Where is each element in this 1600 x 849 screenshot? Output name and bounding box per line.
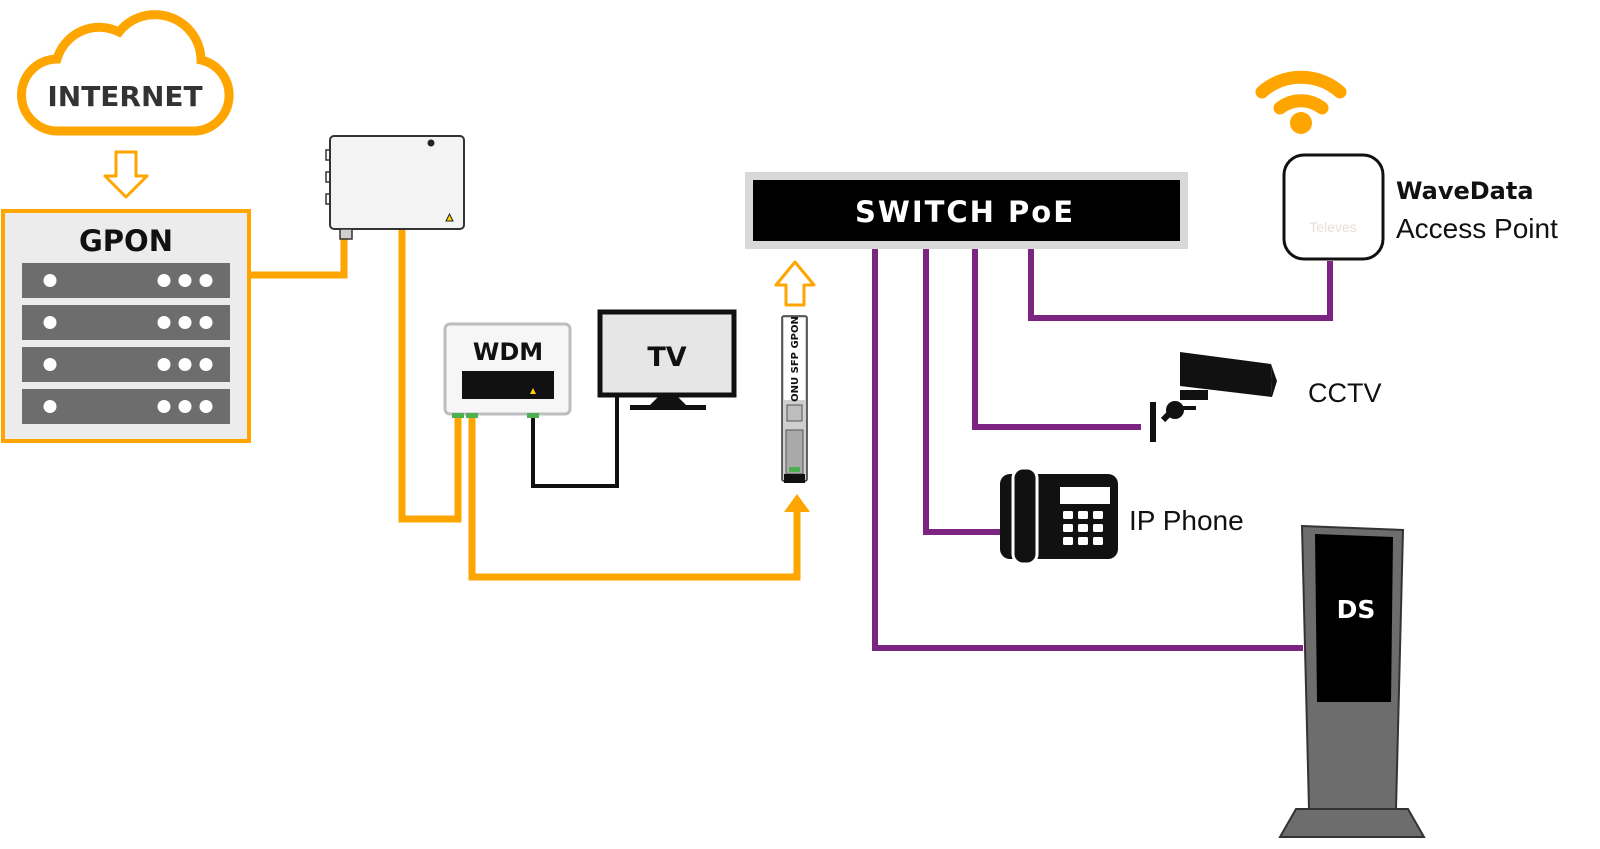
- cloud-icon: [17, 10, 234, 136]
- splitter-port: [339, 228, 353, 240]
- wdm-port-2: [466, 413, 478, 418]
- coax-wdm-to-tv: [531, 396, 619, 488]
- splitter-body: [329, 135, 465, 230]
- eth-switch-to-ap: [1028, 249, 1333, 321]
- phone-key: [1093, 537, 1103, 545]
- phone-key: [1078, 511, 1088, 519]
- phone-key: [1063, 524, 1073, 532]
- phone-key: [1078, 524, 1088, 532]
- ip-phone-label: IP Phone: [1129, 505, 1244, 536]
- switch-poe: SWITCH PoE: [745, 172, 1188, 249]
- gpon-rack-unit: [22, 305, 230, 340]
- wdm-port-3: [527, 413, 539, 418]
- access-point: Televes WaveData Access Point: [1255, 70, 1558, 261]
- onu-port-led: [789, 467, 800, 472]
- fiber-splitter-to-wdm: [398, 228, 462, 523]
- eth-switch-to-ds: [872, 249, 1303, 651]
- ethernet-links: [872, 249, 1333, 651]
- wdm-label: WDM: [473, 338, 543, 366]
- phone-key: [1093, 511, 1103, 519]
- ds-label: DS: [1337, 595, 1376, 624]
- kiosk-screen: [1315, 534, 1393, 702]
- tv-stand: [630, 397, 706, 410]
- ip-phone-device: IP Phone: [1000, 466, 1244, 566]
- onu-connector: [784, 474, 805, 483]
- onu-label: ONU SFP GPON: [790, 316, 801, 402]
- wdm-device: WDM: [443, 322, 572, 418]
- splitter-box: [325, 135, 465, 240]
- gpon-rack-unit: [22, 347, 230, 382]
- tv-screen: [597, 309, 737, 398]
- phone-key: [1078, 537, 1088, 545]
- onu-label-plate: [784, 318, 805, 400]
- phone-key: [1063, 511, 1073, 519]
- access-point-type: Access Point: [1396, 213, 1558, 244]
- gpon-olt: GPON: [1, 209, 251, 443]
- switch-body: [753, 180, 1180, 241]
- gpon-rack-unit: [22, 389, 230, 424]
- access-point-body: [1282, 153, 1385, 261]
- phone-key: [1093, 524, 1103, 532]
- kiosk-base: [1278, 808, 1426, 838]
- access-point-name: WaveData: [1396, 177, 1534, 205]
- onu-sfp-module: ONU SFP GPON: [774, 260, 816, 483]
- tv-device: TV: [597, 309, 737, 410]
- phone-keypad: [1063, 511, 1103, 545]
- phone-icon: [1000, 466, 1118, 566]
- tv-label: TV: [647, 342, 686, 373]
- down-arrow-icon: [103, 150, 149, 199]
- laser-warning-icon: [445, 212, 454, 222]
- fiber-gpon-to-splitter: [246, 228, 348, 279]
- onu-latch: [786, 404, 803, 422]
- gpon-label: GPON: [79, 224, 173, 258]
- splitter-ridges: [325, 149, 330, 205]
- fiber-arrow-head: [784, 494, 810, 512]
- gpon-rack-unit: [22, 263, 230, 298]
- gpon-rack-units: [22, 263, 230, 424]
- switch-label: SWITCH PoE: [855, 195, 1075, 229]
- access-point-brand: Televes: [1309, 219, 1356, 235]
- internet-label: INTERNET: [47, 80, 202, 113]
- cctv-device: CCTV: [1150, 352, 1382, 442]
- up-arrow-icon: [774, 260, 816, 307]
- fiber-wdm-to-onu: [468, 414, 801, 581]
- cctv-label: CCTV: [1308, 378, 1382, 408]
- camera-icon: [1150, 352, 1277, 442]
- fiber-links: [246, 228, 801, 581]
- eth-switch-to-cctv: [972, 249, 1141, 430]
- wdm-warning-icon: [530, 388, 536, 394]
- phone-key: [1063, 537, 1073, 545]
- wifi-icon: [1255, 70, 1347, 134]
- splitter-screw: [427, 139, 435, 147]
- internet-cloud: INTERNET: [17, 10, 234, 136]
- wdm-port-1: [452, 413, 464, 418]
- kiosk-icon: DS: [1278, 524, 1426, 838]
- wdm-display: [462, 371, 554, 399]
- eth-switch-to-phone: [923, 249, 1000, 535]
